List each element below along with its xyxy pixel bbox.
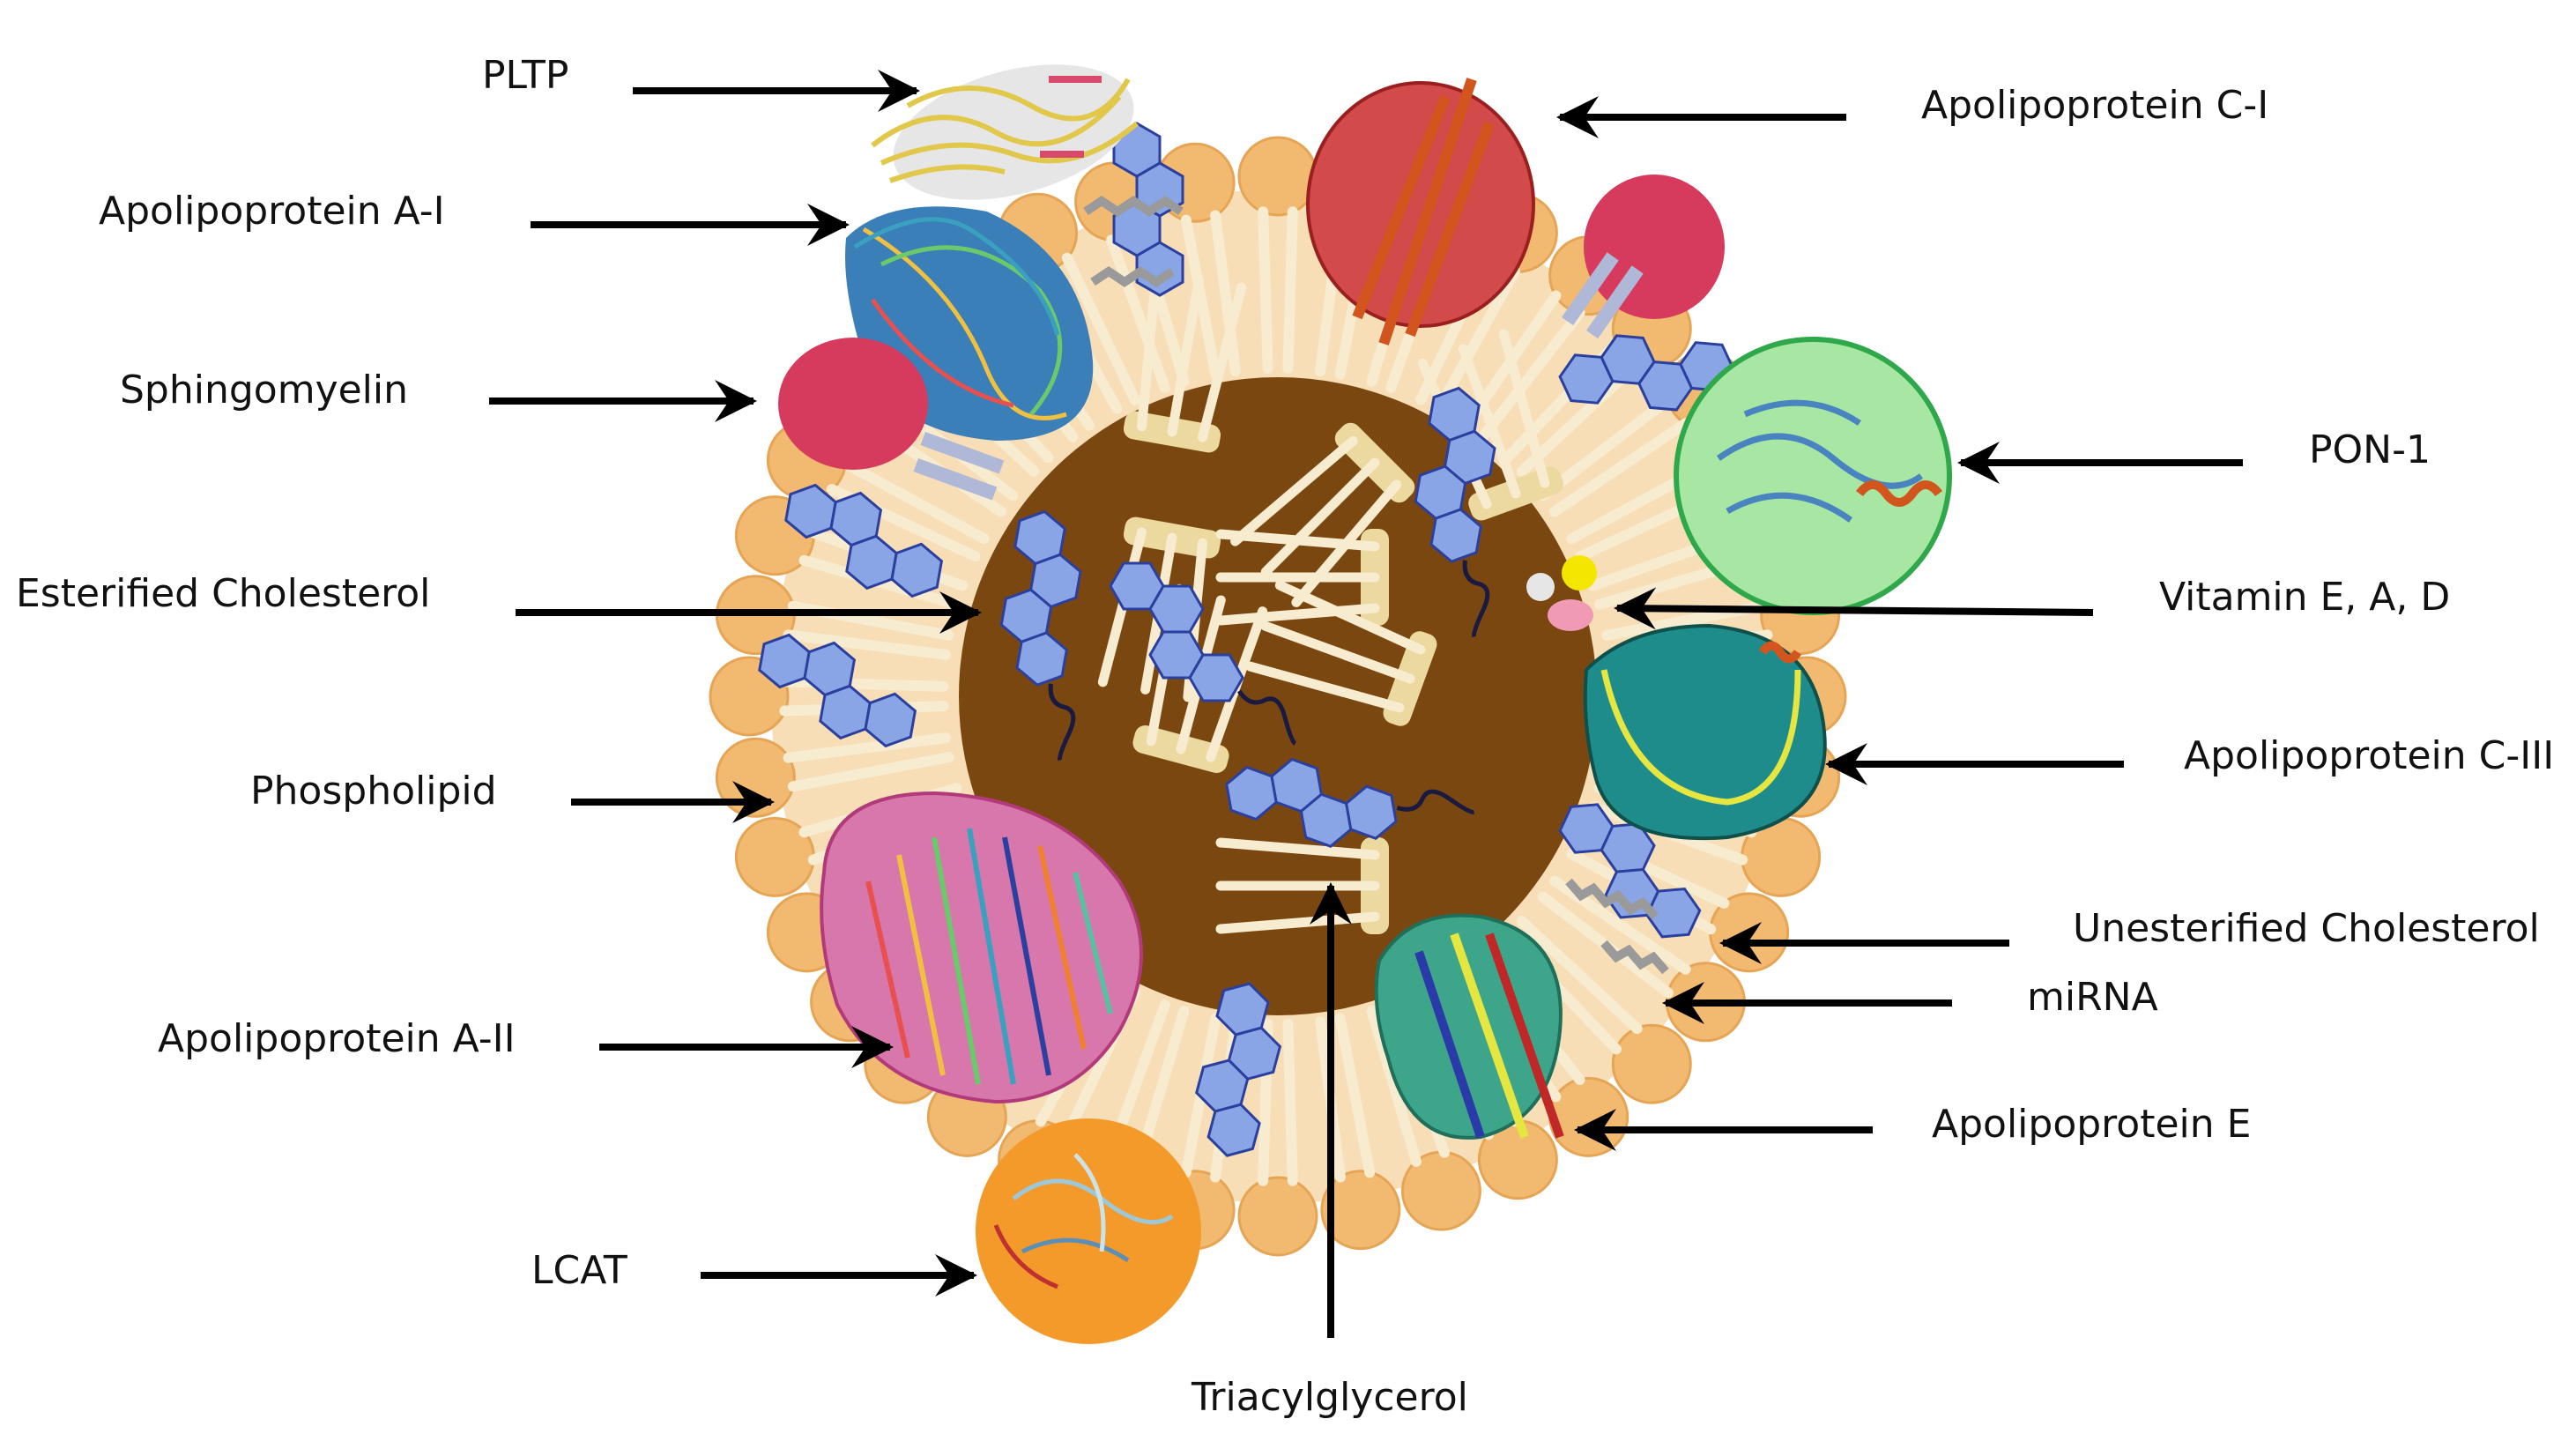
phospholipid-head xyxy=(1611,1023,1692,1104)
label-sphingomyelin: Sphingomyelin xyxy=(120,368,408,412)
phospholipid-tail xyxy=(1537,394,1674,502)
apolipoprotein-a2-protein xyxy=(820,791,1143,1104)
triacylglycerol-tail xyxy=(1215,837,1380,860)
label-mirna: miRNA xyxy=(2027,975,2158,1020)
cholesterol-ring xyxy=(1188,653,1244,702)
triacylglycerol-tail xyxy=(1260,620,1415,684)
triacylglycerol-tail xyxy=(1230,435,1358,546)
triacylglycerol-tail xyxy=(1274,580,1426,655)
phospholipid-tail xyxy=(1334,1013,1376,1178)
pltp-protein xyxy=(871,64,1139,200)
cholesterol-tail xyxy=(1462,560,1490,638)
label-lcat: LCAT xyxy=(531,1248,627,1293)
sphingomyelin-molecule xyxy=(778,338,1005,501)
phospholipid-tail xyxy=(1366,1006,1422,1167)
phospholipid-tail xyxy=(1282,206,1298,375)
cholesterol-molecules xyxy=(758,122,1735,1157)
triacylglycerol-tail xyxy=(1215,603,1380,626)
triacylglycerol-tail xyxy=(1167,275,1204,437)
apolipoprotein-c1-protein xyxy=(1306,78,1535,345)
label-arrows xyxy=(489,70,2243,1338)
vitamin-droplets xyxy=(1526,555,1597,631)
label-apolipoprotein-c3: Apolipoprotein C-III xyxy=(2184,733,2554,778)
label-apolipoprotein-a2: Apolipoprotein A-II xyxy=(158,1016,516,1061)
cholesterol-tail xyxy=(1396,789,1474,814)
triacylglycerol xyxy=(1230,422,1415,607)
cholesterol-ring xyxy=(1645,887,1702,939)
label-arrow xyxy=(1614,587,2094,630)
phospholipid-tail xyxy=(1106,234,1170,393)
cholesterol-ring xyxy=(1135,241,1184,297)
cholesterol xyxy=(1558,334,1735,412)
phospholipid-head xyxy=(1320,1170,1401,1251)
triacylglycerol-tail xyxy=(1197,282,1247,442)
cholesterol xyxy=(1195,982,1282,1157)
cholesterol xyxy=(1225,757,1474,849)
cholesterol xyxy=(758,633,917,748)
phospholipid-tail xyxy=(787,752,954,792)
label-vitamins: Vitamin E, A, D xyxy=(2159,575,2450,620)
cholesterol-tail xyxy=(1236,689,1297,746)
label-pltp: PLTP xyxy=(482,53,568,98)
label-phospholipid: Phospholipid xyxy=(250,769,497,814)
triacylglycerol-tail xyxy=(1260,457,1380,577)
cholesterol xyxy=(1558,803,1702,939)
apolipoprotein-e-protein xyxy=(1374,913,1564,1140)
triacylglycerol-tail xyxy=(1137,267,1162,432)
labels-left: PLTP Apolipoprotein A-I Sphingomyelin Es… xyxy=(16,53,627,1293)
cholesterol-ring xyxy=(864,692,917,748)
phospholipid-tail xyxy=(1180,214,1221,380)
label-unesterified-cholesterol: Unesterified Cholesterol xyxy=(2073,906,2540,951)
label-apolipoprotein-e: Apolipoprotein E xyxy=(1932,1102,2251,1147)
triacylglycerol-tail xyxy=(1215,529,1380,552)
label-esterified-cholesterol: Esterified Cholesterol xyxy=(16,571,430,616)
triacylglycerol-tail xyxy=(1498,329,1550,488)
label-apolipoprotein-c1: Apolipoprotein C-I xyxy=(1921,83,2268,128)
phospholipid-tail xyxy=(1061,252,1140,405)
cholesterol-ring xyxy=(1429,508,1482,563)
cholesterol xyxy=(1109,561,1297,746)
apolipoprotein-c3-protein xyxy=(1583,623,1827,841)
phospholipid-tail xyxy=(783,629,952,660)
phospholipid-tail xyxy=(1516,916,1643,1035)
lcat-enzyme xyxy=(976,1118,1201,1344)
phospholipid-tail xyxy=(1210,210,1241,376)
cholesterol-ring xyxy=(1015,631,1068,687)
phospholipid-head xyxy=(1548,1076,1629,1157)
cholesterol xyxy=(784,483,944,598)
triacylglycerol xyxy=(1215,529,1389,626)
phospholipid-tail xyxy=(1258,206,1273,375)
label-apolipoprotein-a1: Apolipoprotein A-I xyxy=(99,189,445,234)
phospholipid-head xyxy=(1237,1176,1318,1257)
phospholipid-tail xyxy=(1477,307,1585,442)
label-pon1: PON-1 xyxy=(2309,427,2431,472)
labels-right: Apolipoprotein C-I PON-1 Vitamin E, A, D… xyxy=(1921,83,2554,1147)
triacylglycerol xyxy=(1123,267,1247,453)
cholesterol-ring xyxy=(890,542,944,598)
phospholipid-tail xyxy=(839,457,990,545)
triacylglycerol-tail xyxy=(1458,344,1521,499)
cholesterol-tail xyxy=(1048,683,1076,762)
phospholipid-tail xyxy=(1433,265,1521,414)
mirna-strands xyxy=(1083,195,1669,975)
label-triacylglycerol: Triacylglycerol xyxy=(1191,1375,1468,1420)
pink-lipid-head-right xyxy=(1562,175,1725,339)
phospholipid-tail xyxy=(1282,1018,1298,1186)
cholesterol-ring xyxy=(1206,1103,1261,1157)
triacylglycerol xyxy=(1215,837,1389,934)
pon1-protein xyxy=(1674,337,1952,615)
cholesterol xyxy=(999,509,1082,762)
phospholipid-head xyxy=(1237,136,1318,217)
phospholipid-tail xyxy=(1548,418,1691,517)
triacylglycerol-tail xyxy=(1245,661,1405,713)
phospholipid-tail xyxy=(783,732,952,763)
cholesterol-ring xyxy=(1345,784,1398,840)
cholesterol xyxy=(1414,386,1496,638)
triacylglycerol xyxy=(1245,580,1437,726)
